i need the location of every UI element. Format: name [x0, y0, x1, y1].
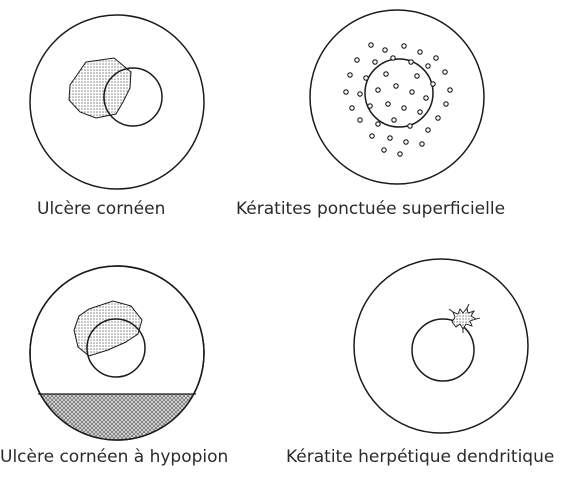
punctate-dot: [394, 84, 398, 88]
punctate-dot: [348, 73, 352, 77]
punctate-dot: [415, 74, 419, 78]
punctate-dot: [402, 44, 406, 48]
punctate-dot: [364, 76, 368, 80]
punctate-dot: [444, 102, 448, 106]
cornea-outline: [310, 10, 484, 184]
punctate-dot: [431, 82, 435, 86]
punctate-dot: [402, 106, 406, 110]
punctate-dot: [392, 118, 396, 122]
caption-corneal-ulcer: Ulcère cornéen: [37, 199, 165, 219]
punctate-dot: [386, 102, 390, 106]
punctate-dot: [368, 104, 372, 108]
figure-punctate-keratitis: [310, 10, 484, 184]
punctate-dot: [436, 116, 440, 120]
punctate-dot: [373, 60, 377, 64]
punctate-dot: [383, 48, 387, 52]
punctate-dot: [418, 50, 422, 54]
punctate-dot: [384, 72, 388, 76]
punctate-dot: [408, 124, 412, 128]
punctate-dot: [388, 136, 392, 140]
punctate-dot: [434, 56, 438, 60]
punctate-dot: [382, 148, 386, 152]
punctate-dot: [426, 64, 430, 68]
punctate-dot: [424, 96, 428, 100]
figure-herpetic-keratitis: [354, 259, 528, 433]
figure-corneal-ulcer: [30, 15, 204, 189]
punctate-dot: [370, 134, 374, 138]
punctate-dot: [448, 88, 452, 92]
punctate-dot: [409, 60, 413, 64]
punctate-dot: [420, 142, 424, 146]
caption-punctate-keratitis: Kératites ponctuée superficielle: [236, 199, 505, 219]
caption-ulcer-hypopyon: Ulcère cornéen à hypopion: [0, 447, 228, 467]
caption-herpetic-keratitis: Kératite herpétique dendritique: [286, 447, 554, 467]
punctate-dot: [391, 56, 395, 60]
punctate-dot: [358, 92, 362, 96]
punctate-dot: [376, 88, 380, 92]
punctate-dot: [426, 128, 430, 132]
figure-ulcer-hypopyon: [20, 266, 220, 454]
punctate-dot: [350, 106, 354, 110]
punctate-dot: [355, 58, 359, 62]
punctate-dot: [376, 122, 380, 126]
punctate-dot: [404, 140, 408, 144]
punctate-dot: [443, 70, 447, 74]
cornea-outline: [354, 259, 528, 433]
punctate-dot: [358, 118, 362, 122]
punctate-dot: [418, 110, 422, 114]
punctate-dot: [369, 43, 373, 47]
hypopyon-layer: [20, 394, 220, 454]
punctate-dot: [344, 90, 348, 94]
punctate-dot: [410, 90, 414, 94]
punctate-dot: [398, 152, 402, 156]
